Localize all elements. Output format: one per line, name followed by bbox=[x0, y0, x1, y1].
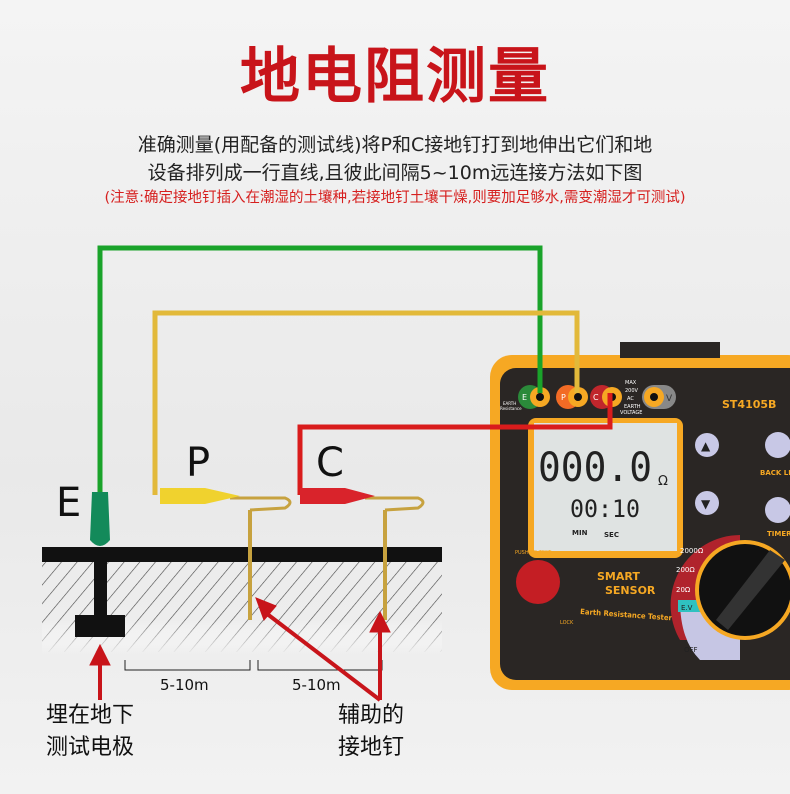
label-p: P bbox=[186, 440, 211, 486]
range-label: 2000Ω bbox=[680, 547, 704, 555]
warning-text: VOLTAGE bbox=[620, 410, 642, 416]
terminal-c-label: C bbox=[593, 393, 599, 402]
up-button[interactable] bbox=[695, 433, 719, 457]
warning-text: 200V bbox=[625, 388, 639, 394]
push-test-label: PUSH TO TEST bbox=[515, 550, 552, 556]
caption-left-line: 测试电极 bbox=[46, 735, 135, 760]
test-knob[interactable] bbox=[516, 560, 560, 604]
distance-2: 5-10m bbox=[292, 676, 341, 694]
range-label: OFF bbox=[684, 646, 698, 654]
note-text: (注意:确定接地钉插入在潮湿的土壤种,若接地钉土壤干燥,则要加足够水,需变潮湿才… bbox=[104, 190, 686, 206]
label-e: E bbox=[56, 480, 82, 526]
range-label: 20Ω bbox=[676, 586, 691, 594]
timer-button[interactable] bbox=[765, 497, 790, 523]
down-arrow-icon: ▼ bbox=[701, 497, 711, 511]
lcd-display bbox=[534, 423, 677, 551]
brand-line-1: SMART bbox=[597, 570, 640, 583]
e-clip bbox=[90, 492, 110, 546]
down-button[interactable] bbox=[695, 491, 719, 515]
green-wire bbox=[97, 245, 543, 492]
caption-left-line: 埋在地下 bbox=[46, 703, 135, 728]
range-label: E.V bbox=[681, 604, 693, 612]
timer-label: TIMER bbox=[767, 530, 790, 538]
backlight-label: BACK LIGHT bbox=[760, 469, 790, 477]
model-label: ST4105B bbox=[722, 398, 776, 411]
warning-text: AC bbox=[627, 396, 634, 402]
terminal-e-label: E bbox=[522, 393, 527, 402]
backlight-button[interactable] bbox=[765, 432, 790, 458]
caption-right: 辅助的 接地钉 bbox=[338, 700, 404, 764]
c-clip bbox=[300, 488, 375, 504]
earth-resistance-tester: E P C V MAX 200V AC EARTH VOLTAGE EARTH … bbox=[490, 342, 790, 690]
yellow-wire bbox=[152, 310, 580, 495]
display-time: 00:10 bbox=[570, 495, 640, 523]
spike-p bbox=[230, 496, 292, 620]
brand-line-2: SENSOR bbox=[605, 584, 656, 597]
description-line-2: 设备排列成一行直线,且彼此间隔5~10m远连接方法如下图 bbox=[147, 162, 643, 184]
display-main-value: 000.0 bbox=[538, 445, 652, 491]
range-label: 200Ω bbox=[676, 566, 695, 574]
terminal-v-label: V bbox=[666, 394, 673, 404]
distance-brackets bbox=[124, 660, 383, 671]
red-wire bbox=[297, 393, 613, 495]
warning-text: MAX bbox=[625, 380, 637, 386]
earth-label: Resistance bbox=[500, 406, 522, 411]
label-c: C bbox=[316, 440, 344, 486]
terminal-p-label: P bbox=[561, 393, 566, 402]
test-electrode bbox=[94, 560, 107, 618]
display-unit: Ω bbox=[658, 474, 668, 489]
up-arrow-icon: ▲ bbox=[701, 439, 711, 453]
sec-label: SEC bbox=[604, 531, 619, 539]
warning-text: EARTH bbox=[624, 404, 641, 410]
distance-1: 5-10m bbox=[160, 676, 209, 694]
caption-right-line: 接地钉 bbox=[338, 735, 405, 760]
ground-surface bbox=[42, 547, 442, 562]
red-arrows bbox=[89, 597, 391, 702]
earth-label: EARTH bbox=[503, 401, 516, 406]
page-title: 地电阻测量 bbox=[240, 42, 550, 112]
spike-c bbox=[365, 496, 425, 620]
p-clip bbox=[160, 488, 240, 504]
caption-right-line: 辅助的 bbox=[338, 703, 405, 728]
lock-label: LOCK bbox=[560, 620, 574, 626]
description-line-1: 准确测量(用配备的测试线)将P和C接地钉打到地伸出它们和地 bbox=[137, 134, 653, 156]
min-label: MIN bbox=[572, 529, 588, 537]
caption-left: 埋在地下 测试电极 bbox=[46, 700, 134, 764]
